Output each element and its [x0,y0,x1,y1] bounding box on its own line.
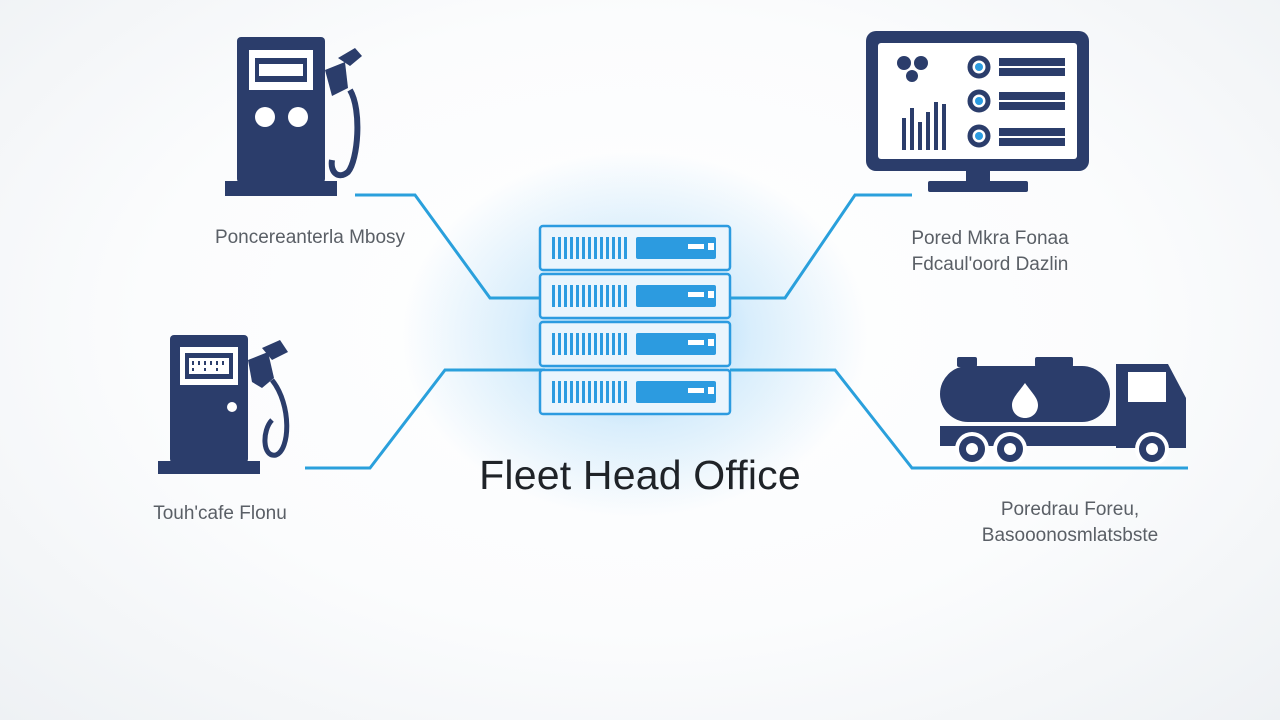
server-unit [538,368,732,416]
node-label-bottom-left: Touh'cafe Flonu [110,501,330,527]
connector-top-right [730,193,912,300]
connector-bottom-right [730,368,1188,470]
connector-top-left [355,193,545,300]
hub-title: Fleet Head Office [479,452,801,498]
node-label-line: Poredrau Foreu, [1000,499,1140,520]
node-label-line: Poncereanterla Mbosy [214,227,406,248]
node-label-top-left: Poncereanterla Mbosy [180,225,440,251]
server-unit [538,224,732,272]
server-unit [538,320,732,368]
fuel-pump-icon [158,335,290,474]
node-label-bottom-right: Poredrau Foreu, Basooonosmlatsbste [950,497,1190,549]
node-label-line: Fdcaul'oord Dazlin [911,254,1069,275]
fuel-tanker-truck-icon [940,357,1186,466]
connector-bottom-left [305,368,545,470]
server-rack-icon [538,224,732,416]
monitor-dashboard-icon [866,31,1089,192]
node-label-line: Touh'cafe Flonu [153,503,287,524]
node-label-line: Basooonosmlatsbste [981,525,1159,546]
fuel-pump-icon [225,37,362,196]
node-label-line: Pored Mkra Fonaa [911,228,1069,249]
connector-lines [305,193,1188,470]
server-unit [538,272,732,320]
node-label-top-right: Pored Mkra Fonaa Fdcaul'oord Dazlin [870,226,1110,278]
